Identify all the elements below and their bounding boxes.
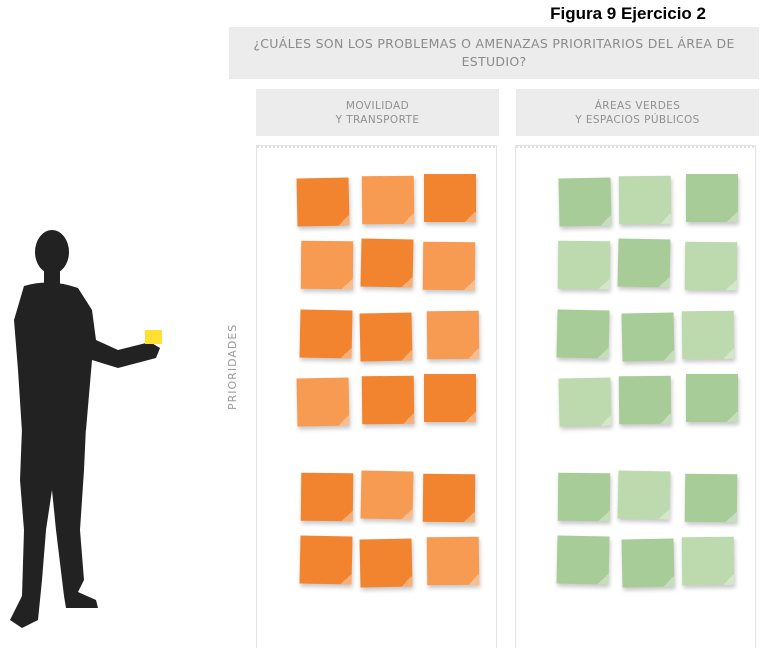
sticky-note [686,174,738,222]
sticky-note [681,310,735,360]
sticky-note [686,374,738,422]
sticky-note [359,312,413,362]
sticky-note [299,309,353,359]
sticky-note [556,309,610,359]
sticky-note [557,240,611,290]
sticky-note [558,177,612,227]
column-header-areas-verdes: ÁREAS VERDES Y ESPACIOS PÚBLICOS [516,89,759,136]
column-header-line2: Y ESPACIOS PÚBLICOS [575,113,700,126]
sticky-note [684,473,738,523]
side-label-prioridades: PRIORIDADES [226,323,239,410]
sticky-note [300,240,354,290]
sticky-note [422,473,476,523]
sticky-note [300,472,354,522]
sticky-note [557,472,611,522]
person-neck [44,268,60,284]
sticky-note [426,536,480,586]
sticky-note [296,177,350,227]
sticky-note [359,538,413,588]
sticky-note [426,310,480,360]
person-torso [14,282,160,432]
sticky-note [681,536,735,586]
column-header-line1: MOVILIDAD [345,99,410,112]
sticky-note [618,175,672,225]
sticky-note [296,377,350,427]
panel-areas-verdes [515,145,756,648]
sticky-note [618,375,672,425]
sticky-note [558,377,612,427]
sticky-note [422,241,476,291]
sticky-note [361,375,415,425]
sticky-note [617,238,671,288]
sticky-note [424,174,476,222]
column-header-line2: Y TRANSPORTE [335,113,420,126]
person-silhouette [10,230,162,628]
question-box: ¿CUÁLES SON LOS PROBLEMAS O AMENAZAS PRI… [229,27,759,79]
sticky-note [299,535,353,585]
held-sticky-note [145,330,162,344]
sticky-note [360,470,414,520]
sticky-note [684,241,738,291]
panel-movilidad [256,145,497,648]
person-legs [10,426,98,628]
sticky-note [424,374,476,422]
sticky-note [621,312,675,362]
column-header-movilidad: MOVILIDAD Y TRANSPORTE [256,89,499,136]
column-header-line1: ÁREAS VERDES [594,99,681,112]
figure-title: Figura 9 Ejercicio 2 [550,4,706,23]
person-head [35,230,69,274]
sticky-note [556,535,610,585]
sticky-note [621,538,675,588]
sticky-note [617,470,671,520]
sticky-note [361,175,415,225]
sticky-note [360,238,414,288]
question-text: ¿CUÁLES SON LOS PROBLEMAS O AMENAZAS PRI… [253,36,735,69]
